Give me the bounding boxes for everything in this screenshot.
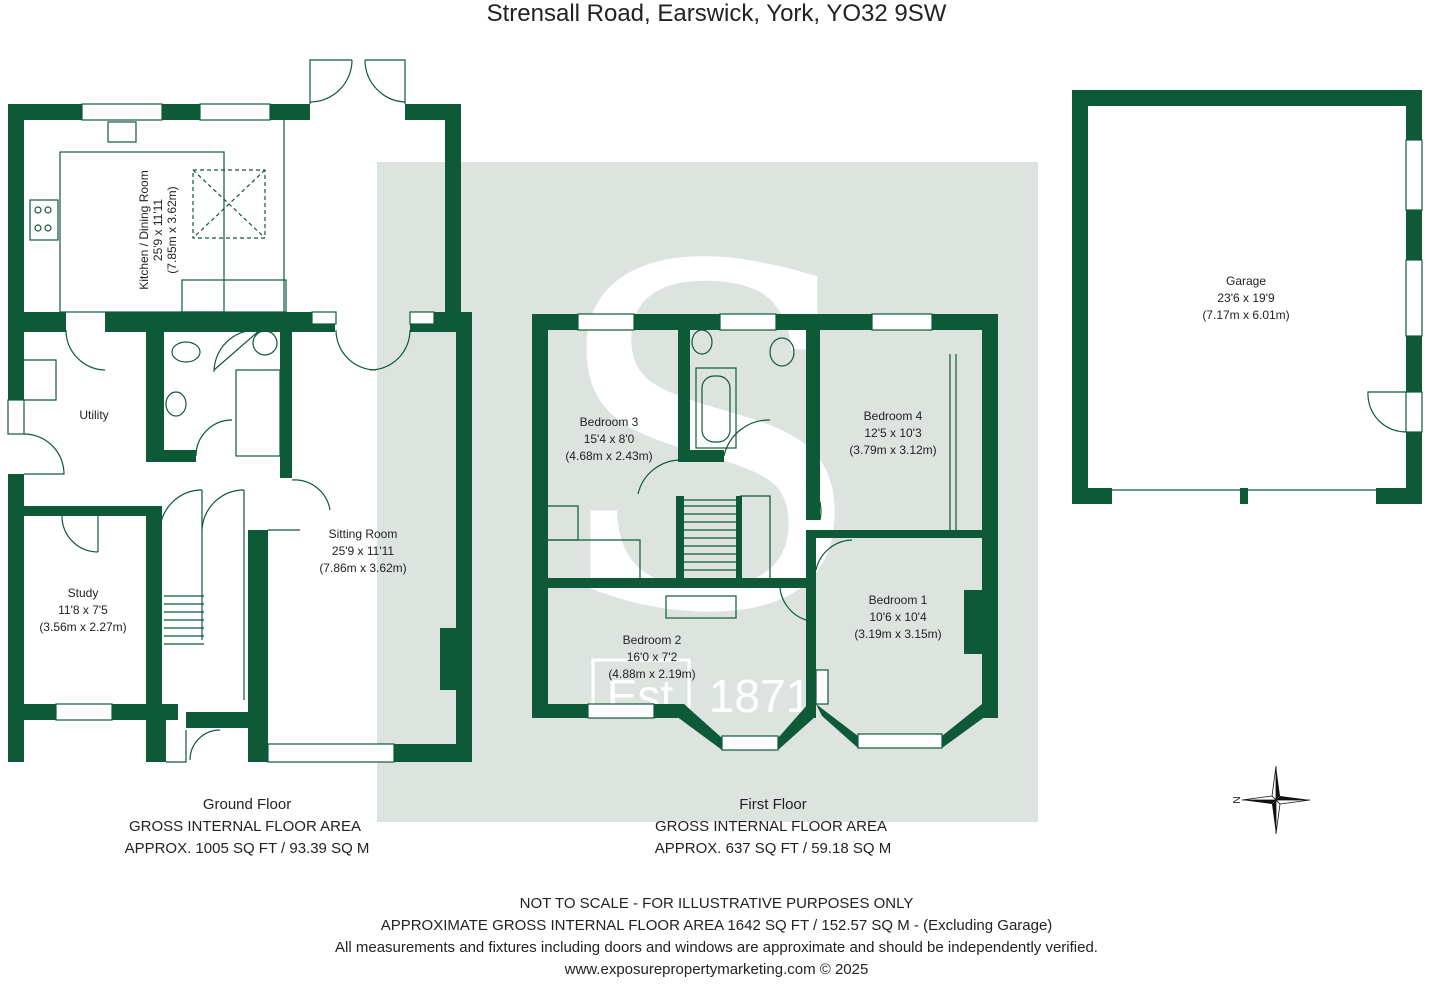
room-imperial: 25'9 x 11'11 xyxy=(151,199,165,262)
floor-area-heading: GROSS INTERNAL FLOOR AREA xyxy=(129,818,361,835)
room-name: Study xyxy=(68,586,99,600)
room-garage-label: Garage 23'6 x 19'9 (7.17m x 6.01m) xyxy=(1202,274,1289,322)
room-metric: (3.56m x 2.27m) xyxy=(39,620,126,634)
room-sitting-label: Sitting Room 25'9 x 11'11 (7.86m x 3.62m… xyxy=(319,527,406,575)
room-metric: (4.88m x 2.19m) xyxy=(608,667,695,681)
room-imperial: 10'6 x 10'4 xyxy=(869,610,927,624)
room-metric: (7.17m x 6.01m) xyxy=(1202,308,1289,322)
watermark-year: 1871 xyxy=(709,670,811,722)
room-imperial: 23'6 x 19'9 xyxy=(1217,291,1275,305)
room-name: Bedroom 3 xyxy=(580,415,639,429)
ground-floor-plan xyxy=(7,59,472,763)
room-name: Bedroom 1 xyxy=(869,593,928,607)
room-bedroom4-label: Bedroom 4 12'5 x 10'3 (3.79m x 3.12m) xyxy=(849,409,936,457)
room-imperial: 25'9 x 11'11 xyxy=(332,544,395,558)
footer-disclaimer: NOT TO SCALE - FOR ILLUSTRATIVE PURPOSES… xyxy=(519,895,914,912)
ground-floor-summary: Ground Floor GROSS INTERNAL FLOOR AREA A… xyxy=(125,796,370,857)
floor-area-value: APPROX. 637 SQ FT / 59.18 SQ M xyxy=(655,840,891,857)
room-name: Garage xyxy=(1226,274,1266,288)
room-imperial: 15'4 x 8'0 xyxy=(584,432,635,446)
footer-website: www.exposurepropertymarketing.com © 2025 xyxy=(564,961,869,978)
room-name: Bedroom 2 xyxy=(623,633,682,647)
room-kitchen-label: Kitchen / Dining Room 25'9 x 11'11 (7.85… xyxy=(137,170,179,289)
room-name: Kitchen / Dining Room xyxy=(137,170,151,289)
watermark-panel xyxy=(377,162,1038,822)
floor-area-value: APPROX. 1005 SQ FT / 93.39 SQ M xyxy=(125,840,370,857)
room-imperial: 12'5 x 10'3 xyxy=(864,426,922,440)
watermark: S Est 1871 xyxy=(377,162,1038,822)
room-imperial: 11'8 x 7'5 xyxy=(58,603,108,617)
room-metric: (3.79m x 3.12m) xyxy=(849,443,936,457)
room-bedroom3-label: Bedroom 3 15'4 x 8'0 (4.68m x 2.43m) xyxy=(565,415,652,463)
room-metric: (3.19m x 3.15m) xyxy=(854,627,941,641)
footer-measurements-note: All measurements and fixtures including … xyxy=(335,939,1098,956)
floor-name: Ground Floor xyxy=(203,796,291,813)
compass-icon: N xyxy=(1232,765,1311,835)
room-bedroom2-label: Bedroom 2 16'0 x 7'2 (4.88m x 2.19m) xyxy=(608,633,695,681)
room-metric: (7.85m x 3.62m) xyxy=(165,186,179,273)
room-metric: (7.86m x 3.62m) xyxy=(319,561,406,575)
first-floor-summary: First Floor GROSS INTERNAL FLOOR AREA AP… xyxy=(655,796,891,857)
room-name: Sitting Room xyxy=(329,527,398,541)
floor-name: First Floor xyxy=(739,796,807,813)
first-floor-plan xyxy=(532,313,998,751)
footer-notes: NOT TO SCALE - FOR ILLUSTRATIVE PURPOSES… xyxy=(0,893,1433,981)
room-imperial: 16'0 x 7'2 xyxy=(627,650,678,664)
floor-area-heading: GROSS INTERNAL FLOOR AREA xyxy=(655,818,887,835)
page-title: Strensall Road, Earswick, York, YO32 9SW xyxy=(486,0,947,27)
footer-total-area: APPROXIMATE GROSS INTERNAL FLOOR AREA 16… xyxy=(380,917,1053,934)
room-bedroom1-label: Bedroom 1 10'6 x 10'4 (3.19m x 3.15m) xyxy=(854,593,941,641)
room-study-label: Study 11'8 x 7'5 (3.56m x 2.27m) xyxy=(39,586,126,634)
room-utility-label: Utility xyxy=(79,408,108,422)
garage-plan xyxy=(1072,90,1423,504)
room-metric: (4.68m x 2.43m) xyxy=(565,449,652,463)
compass-north: N xyxy=(1232,796,1243,803)
room-name: Bedroom 4 xyxy=(864,409,923,423)
